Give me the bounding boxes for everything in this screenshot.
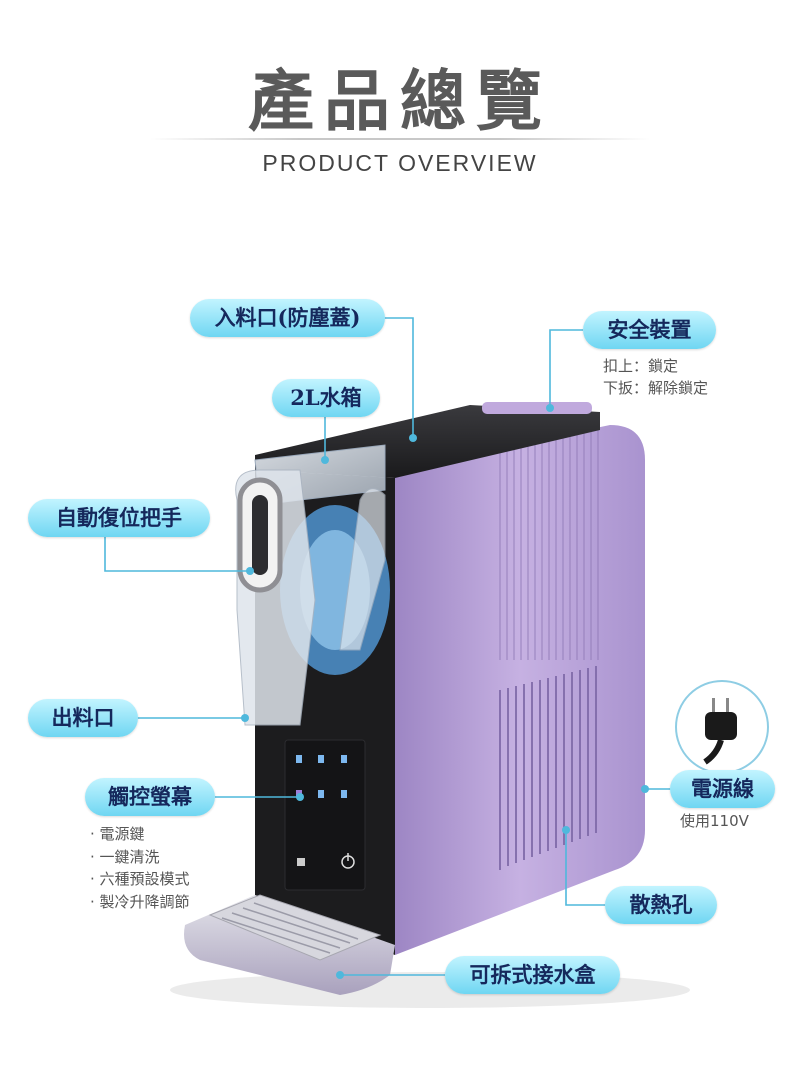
power-plug-icon [703, 698, 737, 765]
list-item: 電源鍵 [90, 823, 190, 846]
safety-note-unlock: 下扳：解除鎖定 [603, 379, 709, 397]
list-item: 一鍵清洗 [90, 846, 190, 869]
callout-power-cord: 電源線 [670, 770, 775, 808]
page-title: 產品總覽 [248, 62, 552, 140]
touchscreen-feature-list: 電源鍵 一鍵清洗 六種預設模式 製冷升降調節 [90, 823, 190, 913]
safety-latch [482, 402, 592, 414]
list-item: 六種預設模式 [90, 868, 190, 891]
callout-safety: 安全裝置 [583, 311, 716, 349]
callout-vents: 散熱孔 [605, 886, 717, 924]
callout-tank: 2L水箱 [272, 379, 380, 417]
callout-touchscreen: 觸控螢幕 [85, 778, 215, 816]
callout-outlet: 出料口 [28, 699, 138, 737]
touchscreen-panel [284, 739, 366, 891]
upper-ribs [499, 430, 599, 660]
title-divider [150, 138, 650, 140]
callout-drip-tray: 可拆式接水盒 [445, 956, 620, 994]
power-voltage-note: 使用110V [680, 812, 749, 830]
power-plug-inset [675, 680, 769, 774]
callout-handle: 自動復位把手 [28, 499, 210, 537]
safety-note-lock: 扣上：鎖定 [603, 357, 679, 375]
heat-vent-grille [499, 666, 597, 870]
page-subtitle: PRODUCT OVERVIEW [262, 150, 538, 176]
list-item: 製冷升降調節 [90, 891, 190, 914]
machine-side-body [395, 425, 645, 955]
callout-inlet: 入料口(防塵蓋) [190, 299, 385, 337]
